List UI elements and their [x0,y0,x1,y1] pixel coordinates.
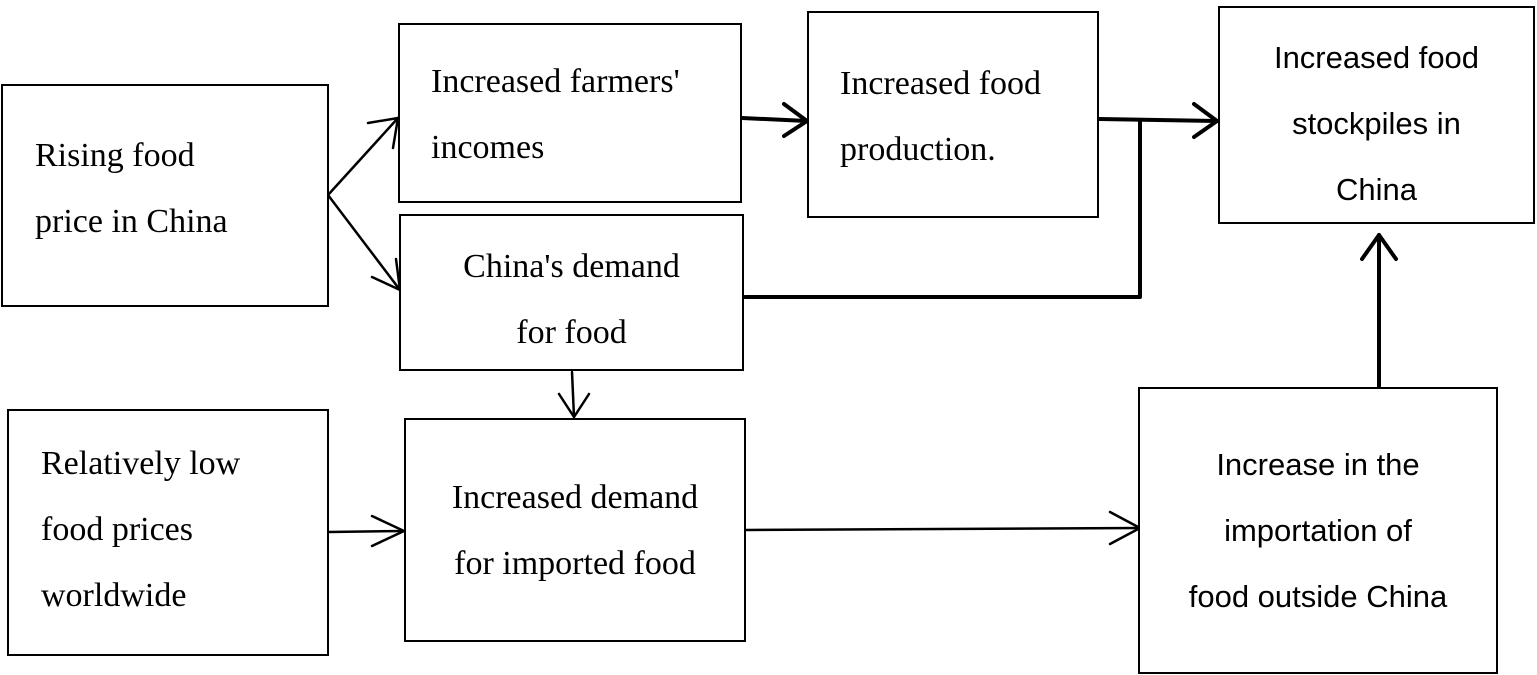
node-text-line: China's demand [463,248,680,285]
node-text-line: for food [516,314,627,351]
node-text-line: stockpiles in [1292,106,1461,141]
node-rising-food-price: Rising food price in China [1,84,329,307]
node-text-line: importation of [1224,513,1412,548]
node-relatively-low-prices: Relatively low food prices worldwide [7,409,329,656]
arrow-rising-to-demand [326,193,402,292]
node-text-line: Increased farmers' [431,63,680,100]
arrow-demand-to-imported [570,370,576,419]
node-text-line: China [1336,172,1417,207]
node-text-line: for imported food [454,545,696,582]
node-text-line: Increased food [840,65,1042,102]
node-text-line: food prices [41,511,194,548]
node-text-line: Increase in the [1216,447,1420,482]
arrow-production-to-stockpiles [1097,117,1219,123]
node-text-line: food outside China [1188,579,1448,614]
arrow-lowprices-to-imported [327,529,406,534]
node-imported-food-demand: Increased demand for imported food [404,418,746,642]
node-food-importation: Increase in the importation of food outs… [1138,387,1498,674]
arrow-imported-to-importation [744,526,1142,532]
node-text-line: Rising food [35,137,195,174]
node-text-line: Increased demand [451,479,699,516]
arrow-incomes-to-production [740,116,809,123]
arrow-rising-to-incomes [326,116,400,197]
arrowhead-importation-to-stockpiles [1360,233,1398,261]
node-text-line: price in China [35,203,228,240]
node-text-line: incomes [431,129,545,166]
node-text-line: production. [840,131,996,168]
node-farmer-incomes: Increased farmers' incomes [398,23,742,203]
node-food-stockpiles: Increased food stockpiles in China [1218,6,1535,224]
node-text-line: worldwide [41,577,187,614]
arrowhead-production-to-stockpiles [1192,102,1219,139]
node-food-production: Increased food production. [807,11,1099,218]
node-text-line: Relatively low [41,445,241,482]
node-text-line: Increased food [1273,40,1480,75]
connector-demand-to-stockpiles [743,118,1142,299]
node-china-demand: China's demand for food [399,214,744,371]
arrowhead-demand-to-imported [557,392,591,419]
